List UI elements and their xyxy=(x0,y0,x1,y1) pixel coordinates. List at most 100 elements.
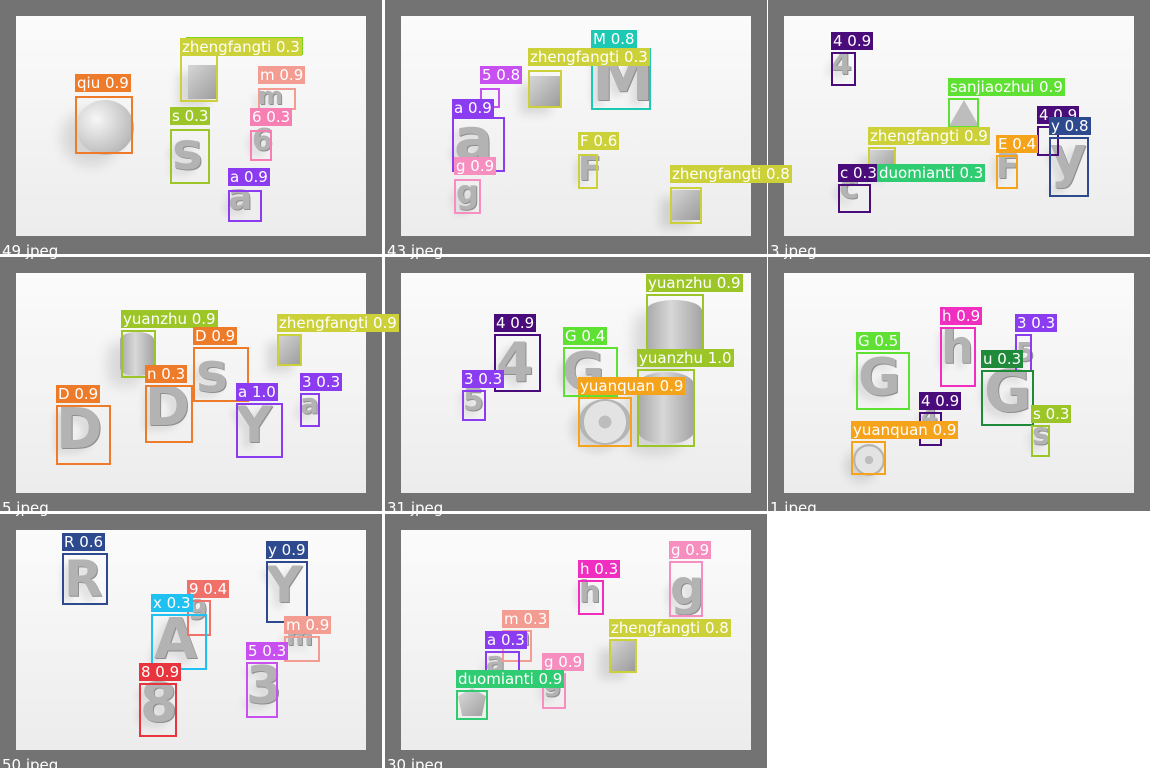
detection-box xyxy=(578,154,598,189)
detection-label: 4 0.9 xyxy=(494,314,537,332)
detection-box xyxy=(494,334,541,392)
detection-label: a 0.3 xyxy=(485,631,527,649)
detection-label: 4 0.9 xyxy=(831,32,874,50)
detection-label: zhengfangti 0.3 xyxy=(180,38,302,56)
detection-box xyxy=(170,129,210,184)
detection-label: y 0.8 xyxy=(1049,117,1091,135)
detection-label: G 0.5 xyxy=(856,332,901,350)
wheel-object xyxy=(853,444,885,476)
detection-label: g 0.9 xyxy=(454,157,497,175)
detection-box xyxy=(831,52,856,86)
detection-label: 9 0.4 xyxy=(187,580,230,598)
letter-object: s xyxy=(172,122,203,182)
detection-label: a 1.0 xyxy=(236,383,278,401)
wheel-object xyxy=(579,399,631,445)
detection-box xyxy=(1049,137,1089,197)
detection-label: s 0.3 xyxy=(170,107,211,125)
letter-object: G xyxy=(858,348,901,408)
detection-label: c 0.3 xyxy=(838,164,879,182)
letter-object: a xyxy=(486,645,505,678)
detection-box xyxy=(563,347,618,397)
detection-box xyxy=(228,190,262,222)
letter-object: F xyxy=(996,147,1020,187)
detection-label: 5 0.3 xyxy=(246,642,289,660)
detection-box xyxy=(609,639,637,673)
detection-label: M 0.8 xyxy=(591,30,637,48)
detection-label: m 0.9 xyxy=(258,66,306,84)
detection-box xyxy=(56,405,111,465)
detection-box xyxy=(646,294,704,354)
detection-label: D 0.9 xyxy=(56,385,101,403)
detection-box xyxy=(75,96,133,154)
detection-label: h 0.3 xyxy=(578,560,621,578)
sphere-object xyxy=(76,100,134,155)
letter-object: 4 xyxy=(831,47,852,82)
detection-label: y 0.9 xyxy=(266,541,308,559)
detection-label: a 0.9 xyxy=(228,168,270,186)
detection-label: yuanzhu 1.0 xyxy=(637,349,734,367)
detection-box xyxy=(246,662,278,718)
detection-box xyxy=(284,636,320,662)
detection-label: m 0.3 xyxy=(502,610,550,628)
detection-box xyxy=(838,184,871,213)
detection-label: zhengfangti 0.8 xyxy=(609,619,731,637)
detection-box xyxy=(856,352,910,410)
detection-label: h 0.9 xyxy=(940,307,983,325)
detection-label: qiu 0.9 xyxy=(75,74,131,92)
detection-box xyxy=(1031,425,1050,457)
detection-label: yuanquan 0.9 xyxy=(851,421,959,439)
detection-label: D 0.9 xyxy=(193,327,238,345)
detection-label: 3 0.3 xyxy=(300,373,343,391)
detection-box xyxy=(121,330,156,378)
detection-label: g 0.9 xyxy=(542,653,585,671)
detection-label: yuanzhu 0.9 xyxy=(121,310,218,328)
detection-label: m 0.9 xyxy=(284,616,332,634)
detection-label: yuanzhu 0.9 xyxy=(646,274,743,292)
image-filename: 30.jpeg xyxy=(387,756,444,774)
letter-object: F xyxy=(578,149,602,189)
detection-label: 3 0.3 xyxy=(1015,314,1058,332)
detection-box xyxy=(62,553,108,605)
detection-label: 8 0.9 xyxy=(139,663,182,681)
letter-object: Y xyxy=(266,556,303,614)
detection-label: duomianti 0.3 xyxy=(877,164,986,182)
detection-label: E 0.4 xyxy=(996,135,1039,153)
detection-label: a 0.9 xyxy=(452,99,494,117)
image-filename: 1.jpeg xyxy=(770,499,817,517)
detection-box xyxy=(193,347,249,402)
letter-object: g xyxy=(670,560,705,616)
cube-object xyxy=(609,641,635,671)
detection-box xyxy=(996,155,1018,189)
letter-object: s xyxy=(196,341,229,404)
letter-object: 6 xyxy=(252,123,273,158)
detection-box xyxy=(669,561,703,617)
image-filename: 50.jpeg xyxy=(2,756,59,774)
detection-label: 6 0.3 xyxy=(250,108,293,126)
detection-label: yuanquan 0.9 xyxy=(578,377,686,395)
cube-object xyxy=(530,76,560,106)
detection-label: F 0.6 xyxy=(578,132,620,150)
detection-label: u 0.3 xyxy=(981,350,1024,368)
detection-box xyxy=(670,187,702,224)
detection-box xyxy=(300,393,320,427)
letter-object: R xyxy=(64,550,103,608)
cube-object xyxy=(277,334,302,364)
detection-box xyxy=(250,130,272,161)
letter-object: A xyxy=(154,607,198,672)
image-filename: 5.jpeg xyxy=(2,499,49,517)
detection-label: zhengfangti 0.3 xyxy=(528,48,650,66)
detection-box xyxy=(528,70,562,108)
detection-box xyxy=(948,98,979,128)
image-filename: 43.jpeg xyxy=(387,242,444,260)
detection-box xyxy=(462,390,486,421)
detection-label: x 0.3 xyxy=(151,594,193,612)
detection-box xyxy=(236,403,283,458)
letter-object: 5 xyxy=(463,383,484,418)
detection-label: R 0.6 xyxy=(62,533,106,551)
detection-label: sanjiaozhui 0.9 xyxy=(948,78,1065,96)
